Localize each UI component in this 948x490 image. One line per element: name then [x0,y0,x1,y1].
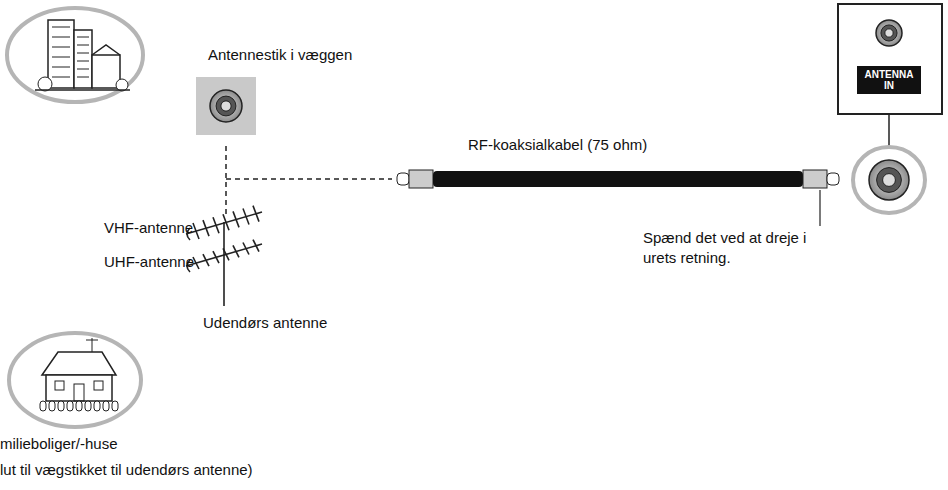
dashed-line [226,178,392,180]
dashed-line [225,146,227,218]
wall-plate [196,77,256,135]
socket-icon [876,20,902,46]
antenna-label: Udendørs antenne [203,313,327,333]
tv-panel [838,4,942,114]
zoom-line [888,114,890,148]
antenna-label: VHF-antenne [104,218,193,238]
outdoor-antenna [186,206,262,306]
socket-heading: Antennestik i væggen [208,46,352,63]
cable-label: RF-koaksialkabel (75 ohm) [468,135,647,155]
socket-icon [196,77,256,135]
leader-line [819,190,820,226]
coax-cable [397,170,839,188]
apartment-icon [7,8,143,102]
caption-text: lut til vægstikket til udendørs antenne) [0,460,253,480]
caption-text: milieboliger/-huse [0,434,118,454]
zoom-circle [853,147,925,213]
antenna-in-tag: ANTENNA IN [857,66,921,94]
instruction-note: Spænd det ved at dreje i urets retning. [643,228,833,269]
house-icon [9,333,141,427]
socket-icon [869,160,909,200]
antenna-label: UHF-antenne [104,252,194,272]
wall-socket: Antennestik i væggen [192,46,352,135]
panel-tag-text: ANTENNA IN [861,69,917,91]
socket-icon [210,90,242,122]
